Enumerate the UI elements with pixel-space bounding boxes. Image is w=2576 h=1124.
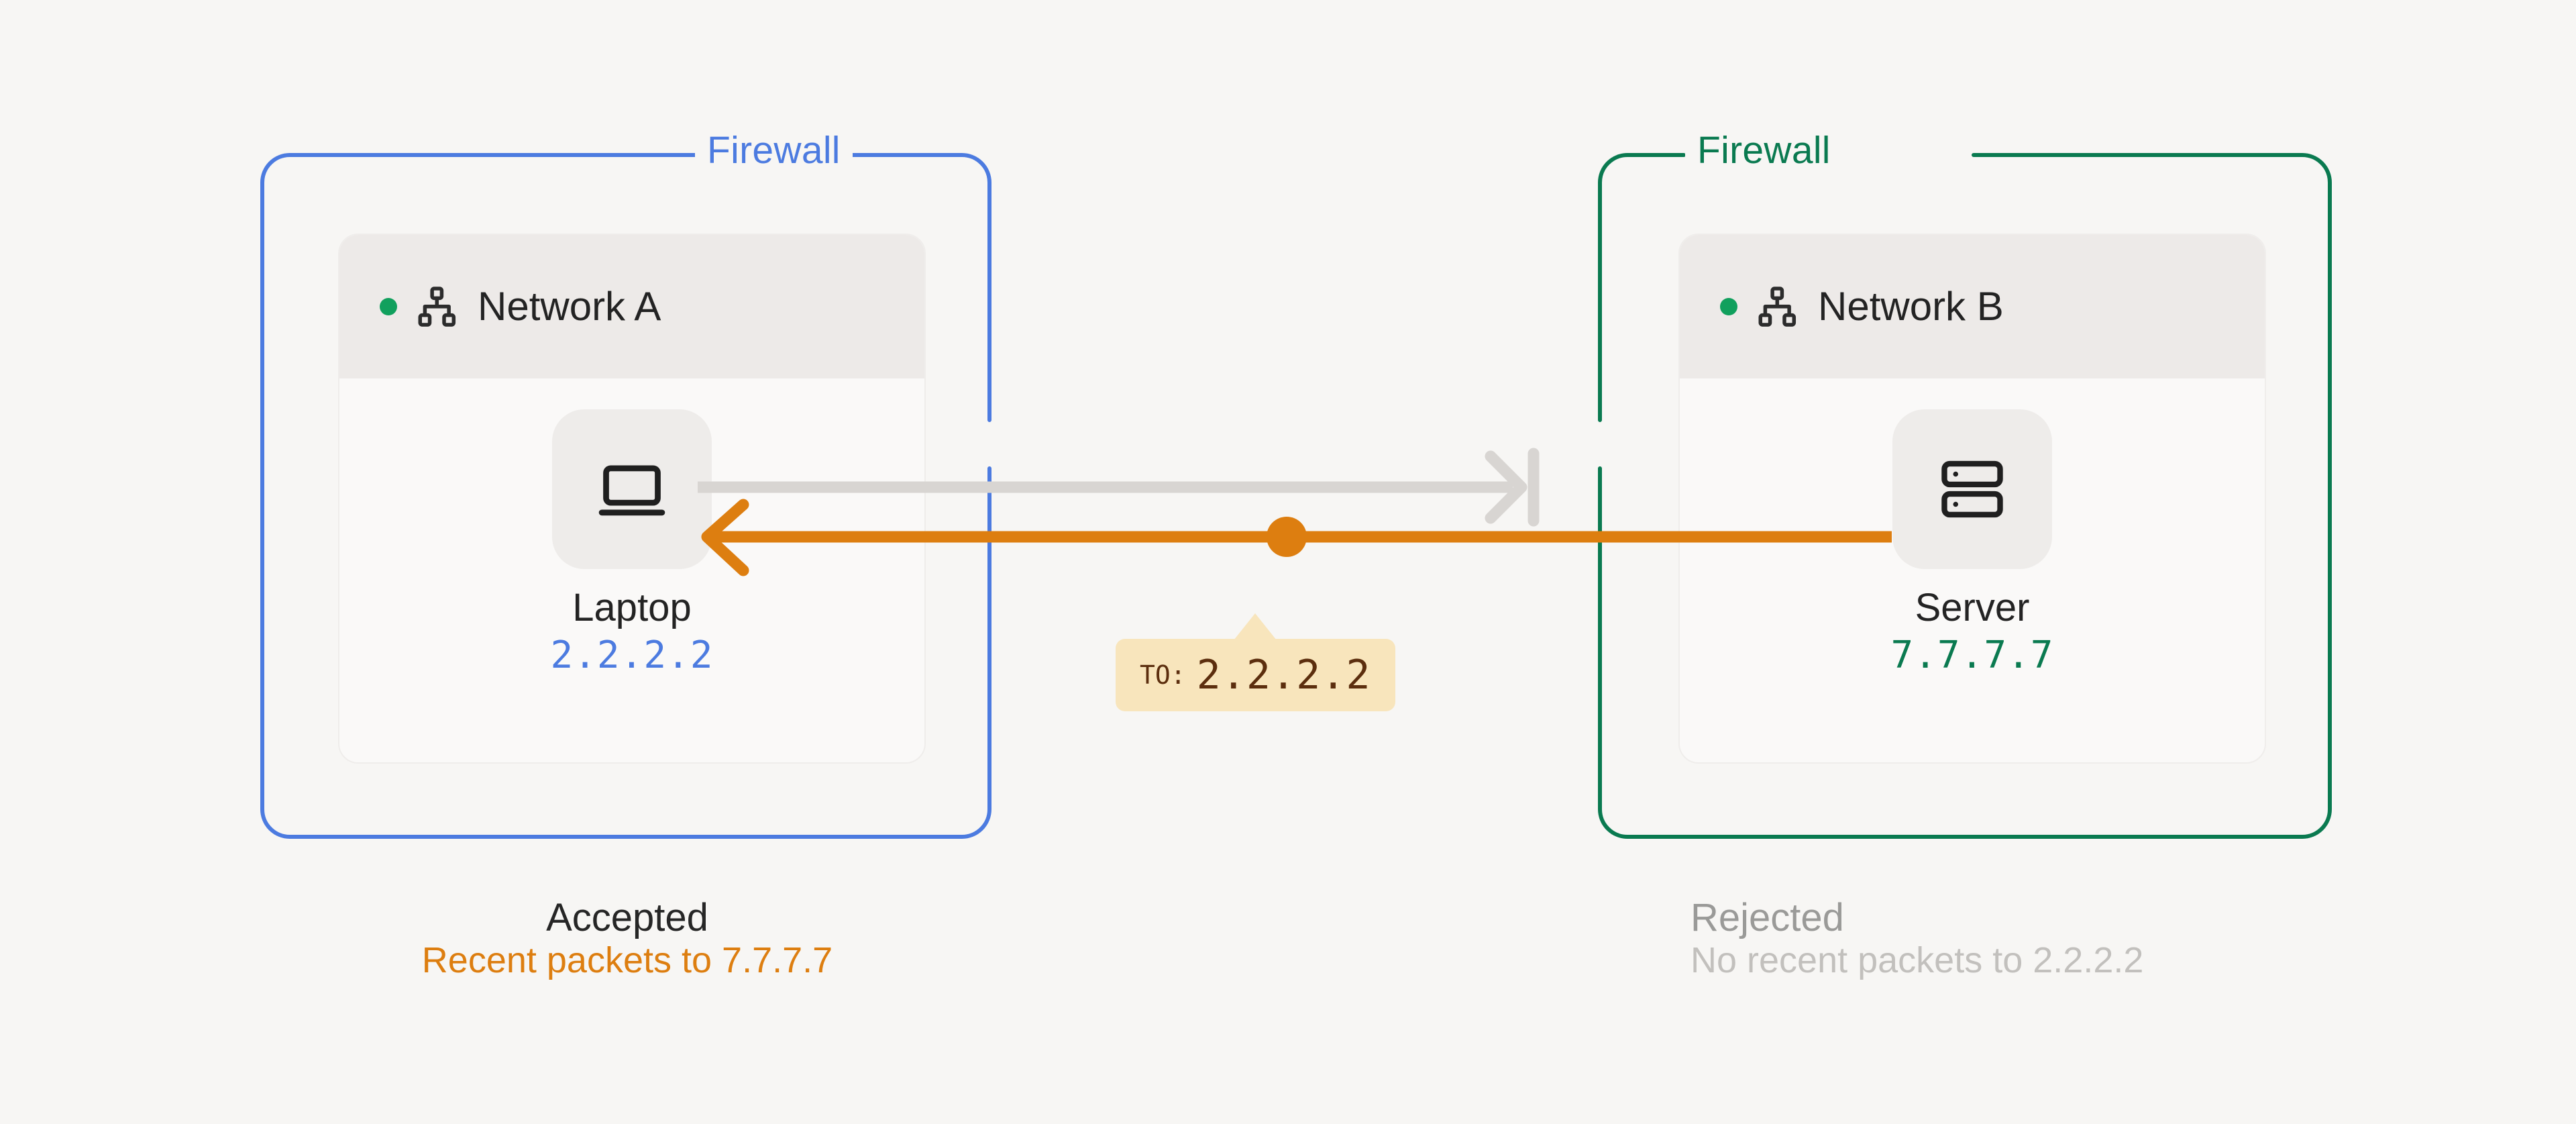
device-tile-server <box>1892 409 2052 569</box>
network-header-b: Network B <box>1680 235 2265 378</box>
firewall-label-left: Firewall <box>695 132 853 170</box>
verdict-left: Accepted Recent packets to 7.7.7.7 <box>288 896 966 980</box>
network-name-b: Network B <box>1818 284 2004 329</box>
device-server[interactable]: Server 7.7.7.7 <box>1872 409 2073 676</box>
device-name-server: Server <box>1915 586 2030 629</box>
device-tile-laptop <box>552 409 712 569</box>
firewall-label-right: Firewall <box>1685 132 1843 170</box>
blocked-arrow-icon <box>1485 450 1527 524</box>
firewall-right-border <box>1598 153 2332 839</box>
status-dot-icon <box>380 298 397 315</box>
firewall-zone-left <box>260 153 991 839</box>
device-laptop[interactable]: Laptop 2.2.2.2 <box>531 409 733 676</box>
device-ip-laptop: 2.2.2.2 <box>550 633 714 677</box>
laptop-icon <box>598 465 665 516</box>
network-hierarchy-icon <box>418 287 456 327</box>
verdict-title-rejected: Rejected <box>1690 896 1844 939</box>
network-hierarchy-icon <box>1758 287 1796 327</box>
network-card-a[interactable]: Network A Laptop 2.2.2.2 <box>338 234 926 764</box>
verdict-subtitle-accepted: Recent packets to 7.7.7.7 <box>421 939 833 980</box>
firewall-zone-right <box>1598 153 2332 839</box>
verdict-subtitle-rejected: No recent packets to 2.2.2.2 <box>1690 939 2144 980</box>
verdict-title-accepted: Accepted <box>546 896 708 939</box>
packet-dot <box>1267 517 1307 557</box>
network-card-b[interactable]: Network B Server 7.7.7.7 <box>1678 234 2266 764</box>
network-body-a: Laptop 2.2.2.2 <box>339 378 924 762</box>
packet-tooltip[interactable]: TO: 2.2.2.2 <box>1116 613 1395 711</box>
status-dot-icon <box>1720 298 1737 315</box>
network-header-a: Network A <box>339 235 924 378</box>
device-name-laptop: Laptop <box>572 586 692 629</box>
network-name-a: Network A <box>478 284 661 329</box>
network-body-b: Server 7.7.7.7 <box>1680 378 2265 762</box>
firewall-left-border <box>260 153 991 839</box>
server-rack-icon <box>1941 460 2003 518</box>
packet-tooltip-value: 2.2.2.2 <box>1196 652 1371 699</box>
packet-tooltip-key: TO: <box>1140 660 1186 690</box>
verdict-right: Rejected No recent packets to 2.2.2.2 <box>1690 896 2428 980</box>
device-ip-server: 7.7.7.7 <box>1890 633 2054 677</box>
